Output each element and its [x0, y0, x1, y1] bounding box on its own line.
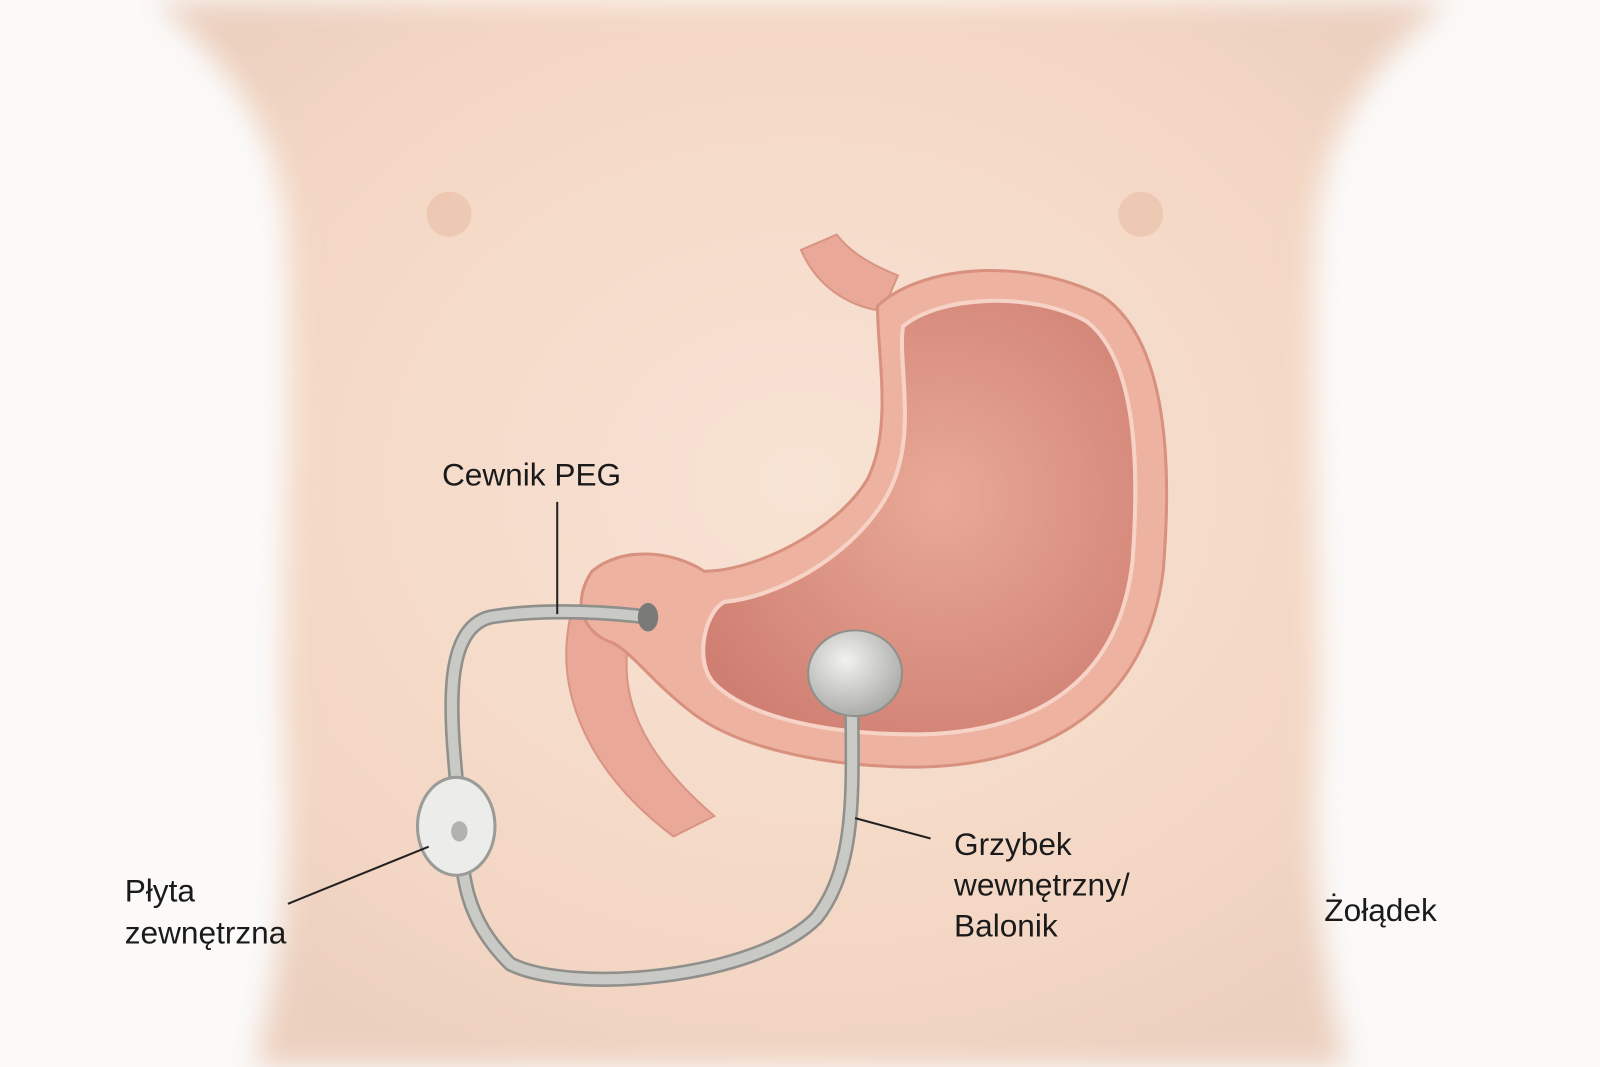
- external-plate-hub: [451, 821, 468, 842]
- label-internal-bumper-3: Balonik: [954, 907, 1058, 943]
- right-nipple: [1118, 191, 1164, 237]
- stoma-opening: [637, 602, 659, 632]
- internal-balloon: [807, 629, 904, 718]
- label-external-plate-2: zewnętrzna: [125, 915, 287, 951]
- leader-external-plate: [287, 845, 430, 905]
- torso: [153, 0, 1449, 1067]
- duodenum: [565, 610, 717, 838]
- label-external-plate-1: Płyta: [125, 873, 196, 909]
- label-stomach: Żołądek: [1324, 892, 1437, 928]
- stomach-lumen: [701, 298, 1138, 737]
- left-nipple: [426, 191, 472, 237]
- label-internal-bumper-2: wewnętrzny/: [953, 867, 1130, 903]
- label-peg-tube: Cewnik PEG: [442, 457, 621, 493]
- leader-internal-bumper: [854, 817, 931, 840]
- label-internal-bumper-1: Grzybek: [954, 826, 1072, 862]
